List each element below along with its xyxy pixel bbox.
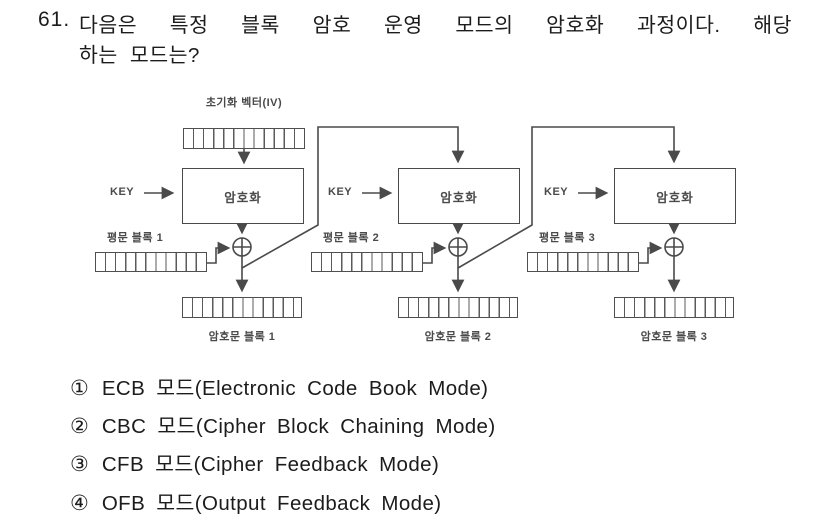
question-number: 61. bbox=[38, 8, 71, 31]
encrypt-box-2: 암호화 bbox=[398, 168, 520, 224]
feedback-line-1 bbox=[241, 126, 465, 269]
plaintext-label-1: 평문 블록 1 bbox=[107, 232, 164, 244]
xor-icon-1 bbox=[232, 237, 252, 257]
option-1: ① ECB 모드(Electronic Code Book Mode) bbox=[70, 371, 488, 401]
plaintext-bit-block-3 bbox=[527, 252, 639, 272]
xor-icon-3 bbox=[664, 237, 684, 257]
option-3-text: CFB 모드(Cipher Feedback Mode) bbox=[101, 453, 440, 476]
option-1-text: ECB 모드(Electronic Code Book Mode) bbox=[101, 377, 489, 400]
plaintext-bit-block-2 bbox=[311, 252, 423, 272]
ciphertext-label-1: 암호문 블록 1 bbox=[208, 331, 276, 343]
key-label-1: KEY bbox=[110, 186, 135, 198]
iv-label: 초기화 벡터(IV) bbox=[205, 97, 283, 109]
option-4: ④ OFB 모드(Output Feedback Mode) bbox=[70, 486, 441, 516]
option-3: ③ CFB 모드(Cipher Feedback Mode) bbox=[70, 447, 439, 477]
question-text-line2: 하는 모드는? bbox=[79, 44, 200, 67]
ciphertext-bit-block-3 bbox=[614, 297, 734, 318]
feedback-line-2 bbox=[457, 126, 681, 269]
option-1-number: ① bbox=[70, 377, 89, 400]
option-2: ② CBC 모드(Cipher Block Chaining Mode) bbox=[70, 409, 496, 439]
ciphertext-label-3: 암호문 블록 3 bbox=[640, 331, 708, 343]
plaintext-label-3: 평문 블록 3 bbox=[539, 232, 596, 244]
plain-to-xor-arrow-2 bbox=[423, 241, 447, 264]
plaintext-bit-block-1 bbox=[95, 252, 207, 272]
option-2-text: CBC 모드(Cipher Block Chaining Mode) bbox=[101, 415, 496, 438]
option-4-number: ④ bbox=[70, 492, 89, 515]
question-text-line1: 다음은 특정 블록 암호 운영 모드의 암호화 과정이다. 해당 bbox=[79, 14, 792, 37]
option-4-text: OFB 모드(Output Feedback Mode) bbox=[101, 492, 442, 515]
ciphertext-bit-block-1 bbox=[182, 297, 302, 318]
encrypt-box-3: 암호화 bbox=[614, 168, 736, 224]
option-3-number: ③ bbox=[70, 453, 89, 476]
encrypt-box-1: 암호화 bbox=[182, 168, 304, 224]
iv-bit-block bbox=[183, 128, 305, 149]
ciphertext-bit-block-2 bbox=[398, 297, 518, 318]
option-2-number: ② bbox=[70, 415, 89, 438]
plaintext-label-2: 평문 블록 2 bbox=[323, 232, 380, 244]
key-label-3: KEY bbox=[544, 186, 569, 198]
ciphertext-label-2: 암호문 블록 2 bbox=[424, 331, 492, 343]
key-label-2: KEY bbox=[328, 186, 353, 198]
xor-icon-2 bbox=[448, 237, 468, 257]
plain-to-xor-arrow-3 bbox=[639, 241, 663, 264]
plain-to-xor-arrow-1 bbox=[207, 241, 231, 264]
